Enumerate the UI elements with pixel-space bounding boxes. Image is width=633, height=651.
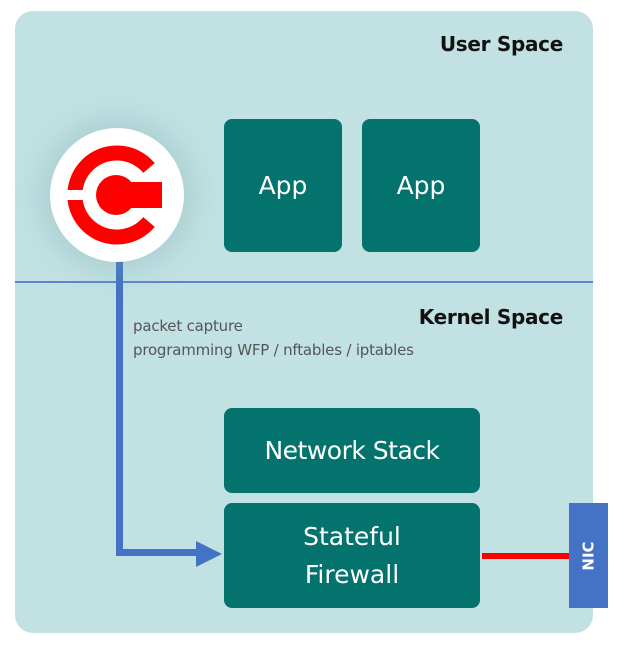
network-stack-box: Network Stack bbox=[224, 408, 480, 493]
firewall-label-line2: Firewall bbox=[304, 559, 400, 589]
app-label: App bbox=[396, 171, 446, 200]
capture-connector-vertical bbox=[116, 255, 123, 555]
kernel-space-label: Kernel Space bbox=[418, 305, 564, 329]
logo bbox=[50, 128, 184, 262]
capture-connector-horizontal bbox=[116, 549, 200, 556]
stateful-firewall-box: Stateful Firewall bbox=[224, 503, 480, 608]
c-logo-icon bbox=[64, 145, 162, 245]
app-box: App bbox=[362, 119, 480, 252]
firewall-label-line1: Stateful bbox=[303, 521, 401, 551]
firewall-nic-link bbox=[482, 553, 570, 559]
user-space-label: User Space bbox=[439, 32, 563, 56]
app-box: App bbox=[224, 119, 342, 252]
annotation-packet-capture: packet capture bbox=[133, 317, 243, 335]
arrowhead-icon bbox=[196, 541, 222, 567]
annotation-programming: programming WFP / nftables / iptables bbox=[133, 341, 414, 359]
user-kernel-divider bbox=[15, 281, 593, 283]
app-label: App bbox=[258, 171, 308, 200]
network-stack-label: Network Stack bbox=[264, 436, 440, 465]
nic-box: NIC bbox=[569, 503, 608, 608]
nic-label: NIC bbox=[579, 540, 598, 571]
